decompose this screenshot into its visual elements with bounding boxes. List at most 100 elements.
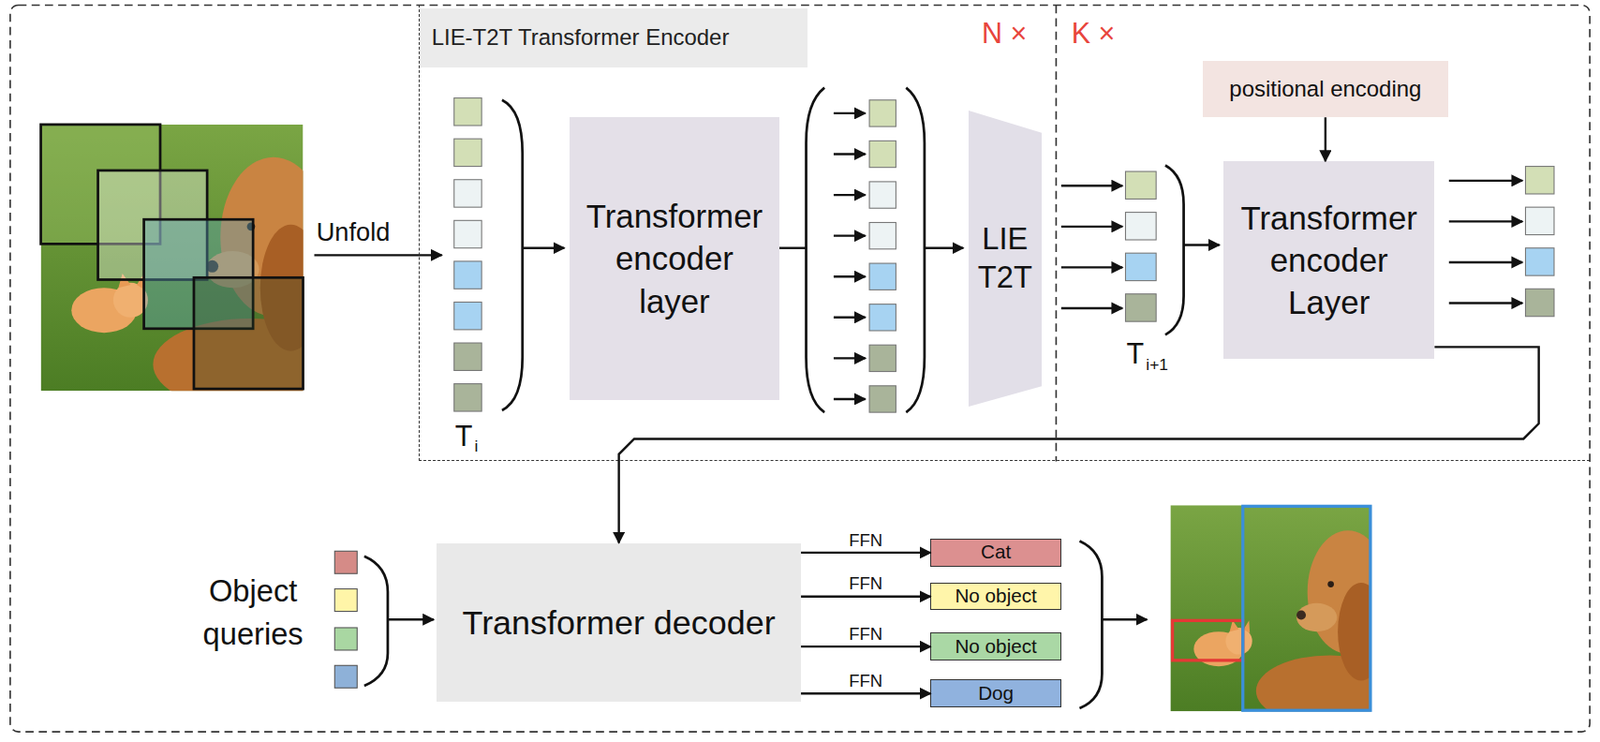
decoration [1061,184,1123,187]
decoration [1525,288,1555,316]
class-output-box: Cat [930,538,1061,566]
decoration [1525,207,1555,235]
decoration [833,398,866,400]
repeat-count: K × [1071,15,1116,51]
decoration [1449,261,1523,264]
token-label: T [1126,336,1145,371]
decoder-box: Transformer decoder [436,543,801,703]
token-subscript: i [474,436,479,457]
decoration [454,342,482,371]
decoration [1243,505,1371,711]
encoder-region: LIE-T2T Transformer EncoderTransformer e… [418,4,1591,461]
lie-t2t-module: LIE T2T [968,110,1042,407]
bracket [502,100,523,411]
token-column [833,100,896,413]
decoration [869,140,896,167]
decoration [334,627,357,651]
decoration [454,98,482,126]
decoration [869,344,896,371]
node-label: No object [954,635,1037,659]
connector-arrow [800,645,931,648]
decoration [1449,179,1523,182]
token-column [1061,171,1156,322]
decoration [1525,248,1555,276]
bracket [806,88,826,413]
flow-arrow [924,247,963,250]
class-output-box: No object [930,582,1061,610]
decoration [334,665,357,688]
flow-line [778,247,806,250]
decoration [869,385,896,413]
bracket [1165,164,1185,335]
input-image [41,124,348,411]
decoration [1449,301,1523,304]
decoration [833,275,866,278]
flow-arrow [1101,618,1147,621]
decoration [1172,620,1244,660]
decoration [1170,504,1404,726]
repeat-count: N × [981,15,1027,51]
decoration [1125,171,1156,199]
bracket [905,88,925,413]
decoration [454,220,482,248]
decoration [833,193,866,196]
decoration [833,234,866,237]
decoration [1061,307,1123,310]
edge-label: FFN [848,623,883,645]
trapezoid-outline [968,110,1042,407]
decoration [334,550,357,574]
decoration [454,138,482,166]
token-subscript: i+1 [1145,355,1169,375]
bracket [364,556,388,686]
node-label: Dog [977,681,1014,706]
stage-divider [1055,4,1058,461]
decoration [1061,225,1123,228]
flow-arrow [387,618,434,621]
outer-frame [10,4,1590,732]
decoration [833,316,866,319]
connector-arrow [1324,117,1327,162]
token-label: T [455,418,474,454]
object-query-tokens [334,550,357,688]
decoration [1449,220,1523,223]
decoration [833,356,866,359]
connector-arrow [619,346,1540,543]
operation-label: Unfold [316,217,391,249]
edge-label: FFN [848,573,883,594]
output-image [1170,504,1404,726]
trapezoid-shape [968,110,1042,407]
flow-arrow [522,247,565,250]
node-label: Transformer decoder [462,602,776,643]
decoration [454,261,482,289]
decoration [1125,294,1156,322]
decoration [869,100,896,127]
decoration [454,384,482,412]
connector-arrow [800,551,931,554]
decoration [1525,166,1555,194]
region-heading: LIE-T2T Transformer Encoder [419,8,808,68]
decoration [1125,252,1156,281]
connector-arrow [800,595,931,598]
node-label: No object [954,584,1037,608]
decoration [454,179,482,208]
token-column [1449,166,1555,317]
decoration [833,152,866,155]
decoration [869,181,896,208]
node-label: positional encoding [1229,75,1422,104]
decoration [869,222,896,249]
bracket [1079,540,1102,709]
decoration [833,112,866,115]
decoration [41,124,348,411]
decoration [1061,266,1123,268]
encoder-layer-box: Transformer encoder Layer [1223,161,1435,359]
unfold-arrow [314,253,443,256]
decoration [193,277,304,389]
class-output-box: Dog [930,679,1061,707]
edge-label: FFN [848,530,883,551]
node-label: Transformer encoder Layer [1234,196,1423,325]
token-column [454,98,482,412]
connector-arrow [800,692,931,695]
positional-encoding-box: positional encoding [1202,60,1448,118]
